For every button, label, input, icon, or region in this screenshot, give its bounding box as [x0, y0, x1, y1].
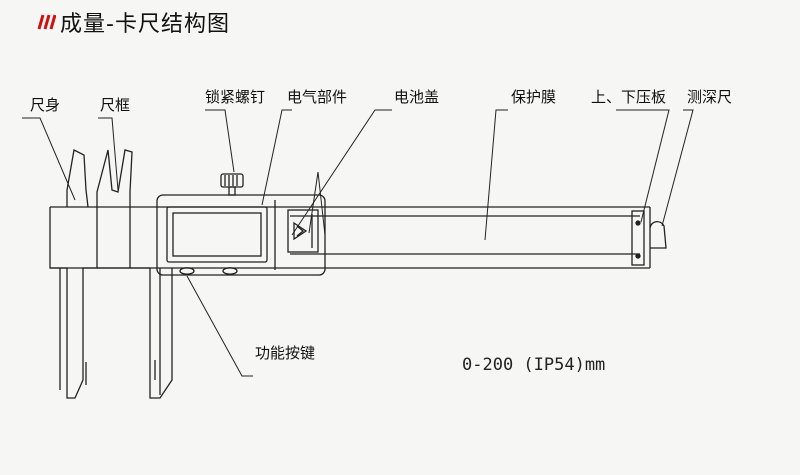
label-electrical-parts: 电气部件	[287, 88, 348, 106]
label-protective-film: 保护膜	[511, 88, 557, 106]
label-battery-cover: 电池盖	[394, 88, 440, 106]
lock-screw	[220, 173, 244, 196]
title-block: 成量-卡尺结构图	[34, 4, 230, 40]
display-housing	[156, 194, 326, 276]
sliding-jaw	[96, 149, 173, 399]
label-function-buttons: 功能按键	[255, 344, 316, 362]
spec-range: 0-200 (IP54)mm	[462, 355, 606, 375]
label-ruler-frame: 尺框	[100, 96, 131, 114]
label-ruler-body: 尺身	[30, 96, 61, 114]
ruler-beam	[50, 206, 651, 269]
leader-lines	[22, 109, 694, 377]
label-upper-lower-plates: 上、下压板	[591, 88, 667, 106]
page-title: 成量-卡尺结构图	[60, 12, 230, 37]
brand-slash-icon	[37, 14, 56, 30]
fixed-jaw	[49, 149, 98, 399]
end-plates	[631, 210, 645, 266]
label-lock-screw: 锁紧螺钉	[205, 88, 266, 106]
battery-cover	[287, 209, 319, 253]
label-depth-rod: 测深尺	[687, 88, 733, 106]
depth-rod-end	[649, 221, 667, 249]
